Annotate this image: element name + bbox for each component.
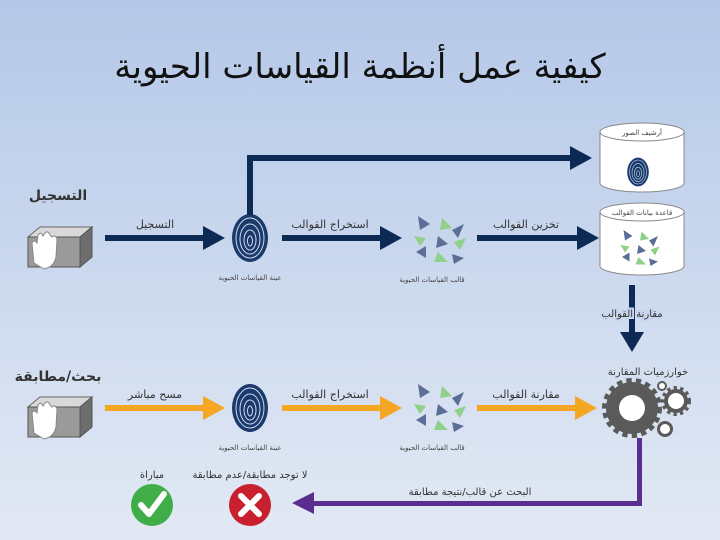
arrow-result <box>292 438 642 514</box>
no-match-label: لا توجد مطابقة/عدم مطابقة <box>192 470 307 481</box>
archive-label: أرشيف الصور <box>621 128 662 137</box>
scanner-hand-icon <box>27 226 93 270</box>
template-icon <box>414 384 466 432</box>
step-label: استخراج القوالب <box>291 218 368 231</box>
template-caption: قالب القياسات الحيوية <box>399 444 464 452</box>
template-icon <box>414 216 466 264</box>
step-label: التسجيل <box>136 218 174 231</box>
arrow-compare <box>477 396 597 420</box>
page-title: كيفية عمل أنظمة القياسات الحيوية <box>114 44 606 87</box>
arrow-enroll <box>105 226 225 250</box>
fingerprint-icon <box>626 157 650 187</box>
arrow-extract <box>282 226 402 250</box>
step-label: تخزين القوالب <box>493 218 559 231</box>
sample-caption: عينة القياسات الحيوية <box>218 444 281 452</box>
arrow-live-scan <box>105 396 225 420</box>
fingerprint-icon <box>231 213 269 263</box>
step-label: مقارنة القوالب <box>601 309 662 320</box>
scanner-hand-icon <box>27 396 93 440</box>
step-label: البحث عن قالب/نتيجة مطابقة <box>409 487 532 498</box>
arrow-compare-down <box>620 285 644 352</box>
gears-icon <box>602 378 691 438</box>
arrow-archive <box>247 146 592 215</box>
enrollment-section-label: التسجيل <box>29 188 87 204</box>
database-label: قاعدة بيانات القوالب <box>612 209 673 217</box>
matching-section-label: بحث/مطابقة <box>15 369 102 385</box>
no-match-x-icon <box>229 484 271 526</box>
arrow-store <box>477 226 599 250</box>
arrow-extract <box>282 396 402 420</box>
match-check-icon <box>131 484 173 526</box>
step-label: مقارنة القوالب <box>492 388 560 401</box>
algorithms-label: خوارزميات المقارنة <box>608 367 688 378</box>
fingerprint-icon <box>231 383 269 433</box>
step-label: استخراج القوالب <box>291 388 368 401</box>
template-database-cylinder: قاعدة بيانات القوالب <box>599 202 685 276</box>
match-label: مباراة <box>140 470 164 481</box>
template-caption: قالب القياسات الحيوية <box>399 276 464 284</box>
step-label: مسح مباشر <box>127 388 182 401</box>
image-archive-cylinder: أرشيف الصور <box>599 122 685 193</box>
sample-caption: عينة القياسات الحيوية <box>218 274 281 282</box>
